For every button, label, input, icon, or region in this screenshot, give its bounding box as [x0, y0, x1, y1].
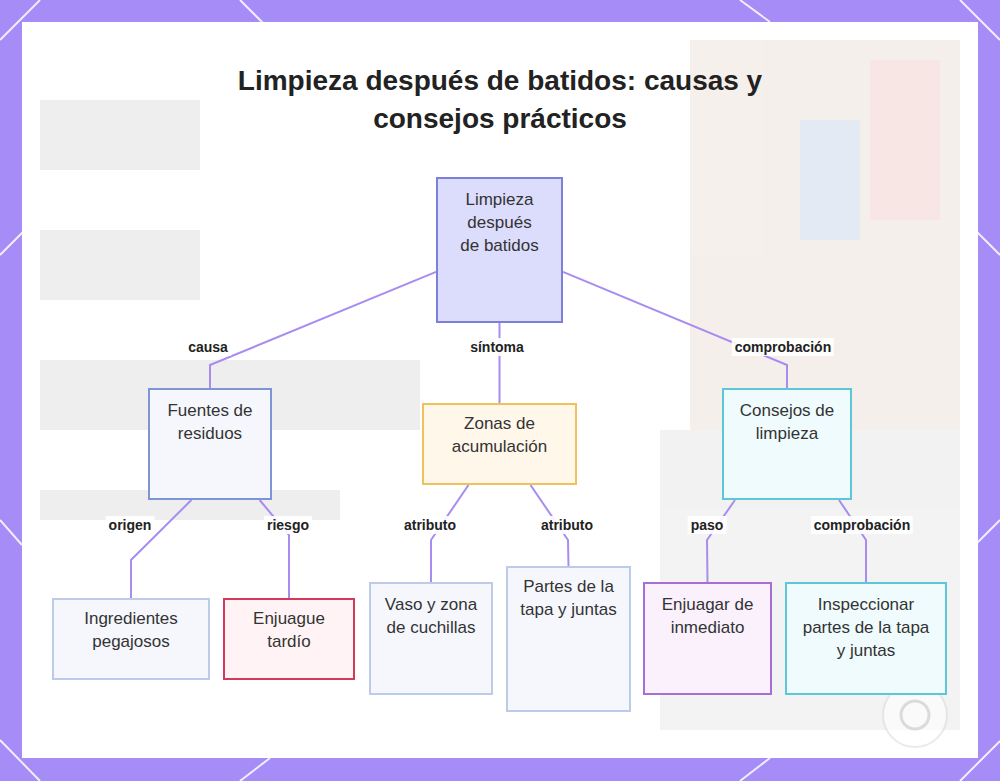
connector-line — [707, 500, 735, 582]
concept-box: Enjuague tardío — [223, 598, 355, 680]
node-text: Consejos de limpieza — [736, 399, 838, 445]
node-text: Enjuague tardío — [237, 607, 341, 653]
concept-box: Vaso y zona de cuchillas — [369, 582, 493, 695]
edge-label: origen — [106, 516, 155, 534]
edge-label: atributo — [538, 516, 596, 534]
panel — [22, 22, 978, 758]
edge-label: riesgo — [264, 516, 312, 534]
edge-label: causa — [185, 338, 231, 356]
node-text: Enjuagar de inmediato — [659, 593, 756, 639]
node-text: Partes de la tapa y juntas — [520, 575, 617, 621]
node-text: Vaso y zona de cuchillas — [383, 593, 479, 639]
faded-photo — [40, 40, 960, 730]
edge-label: síntoma — [467, 338, 527, 356]
connector-line — [210, 272, 436, 388]
edge-label: atributo — [401, 516, 459, 534]
edge-label: comprobación — [732, 338, 834, 356]
concept-box: Zonas de acumulación — [422, 403, 577, 485]
concept-box: Partes de la tapa y juntas — [506, 566, 631, 712]
connector-line — [563, 272, 787, 388]
connector-line — [499, 323, 501, 403]
node-text: Limpieza después de batidos — [460, 188, 539, 257]
connector-line — [131, 500, 191, 598]
node-text: Ingredientes pegajosos — [64, 607, 198, 653]
concept-box: Fuentes de residuos — [148, 388, 272, 500]
connector-line — [839, 500, 866, 582]
concept-box: Enjuagar de inmediato — [643, 582, 772, 695]
node-text: Inspeccionar partes de la tapa y juntas — [797, 593, 935, 662]
concept-box: Inspeccionar partes de la tapa y juntas — [785, 582, 947, 695]
diagram-title: Limpieza después de batidos: causas y co… — [200, 62, 800, 138]
edge-label: comprobación — [811, 516, 913, 534]
concept-box: Limpieza después de batidos — [436, 177, 563, 323]
node-text: Fuentes de residuos — [162, 399, 258, 445]
concept-box: Consejos de limpieza — [722, 388, 852, 500]
node-text: Zonas de acumulación — [434, 412, 565, 458]
edge-label: paso — [688, 516, 727, 534]
concept-box: Ingredientes pegajosos — [52, 598, 210, 680]
connector-line — [260, 500, 289, 598]
